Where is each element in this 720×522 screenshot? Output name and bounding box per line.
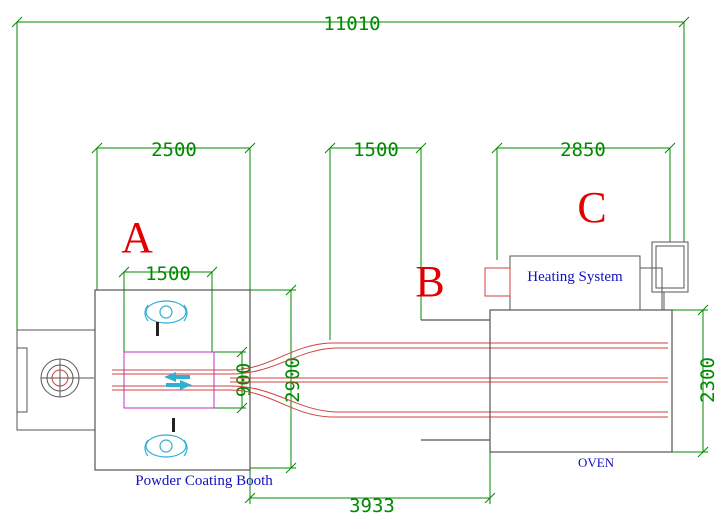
- dim-oven-height: [672, 304, 709, 458]
- dim-booth-height: [250, 284, 297, 474]
- zone-c-letter: C: [577, 183, 606, 232]
- heating-system: [484, 241, 689, 311]
- dim-overall-label: 11010: [323, 13, 380, 35]
- dim-conveyor-width: [324, 142, 427, 340]
- dim-overall: [11, 16, 690, 330]
- operator-top-icon: [144, 300, 188, 336]
- zone-b-letter: B: [415, 257, 444, 306]
- dim-inner-height: [214, 346, 248, 414]
- dim-oven-height-label: 2300: [697, 357, 719, 403]
- dim-inner-height-label: 900: [233, 363, 255, 397]
- booth-label: Powder Coating Booth: [135, 473, 273, 489]
- oven-label: OVEN: [578, 455, 615, 470]
- dim-offset-label: 3933: [349, 495, 395, 517]
- dim-offset: [244, 452, 496, 504]
- dim-oven-width: [491, 142, 676, 260]
- dim-booth-width: [91, 142, 256, 290]
- dim-booth-width-label: 2500: [151, 139, 197, 161]
- dim-oven-width-label: 2850: [560, 139, 606, 161]
- zone-a-letter: A: [121, 213, 153, 262]
- dim-conveyor-width-label: 1500: [353, 139, 399, 161]
- dim-inner-width-label: 1500: [145, 263, 191, 285]
- operator-bottom-icon: [144, 418, 188, 458]
- heating-system-label: Heating System: [527, 269, 623, 285]
- flow-arrows: [164, 372, 192, 390]
- oven-body: [421, 309, 673, 453]
- dim-inner-width: [118, 266, 218, 352]
- powder-coating-booth: [94, 289, 251, 471]
- conveyor-rails: [112, 342, 668, 418]
- blower-unit: [16, 329, 96, 431]
- dim-booth-height-label: 2900: [282, 357, 304, 403]
